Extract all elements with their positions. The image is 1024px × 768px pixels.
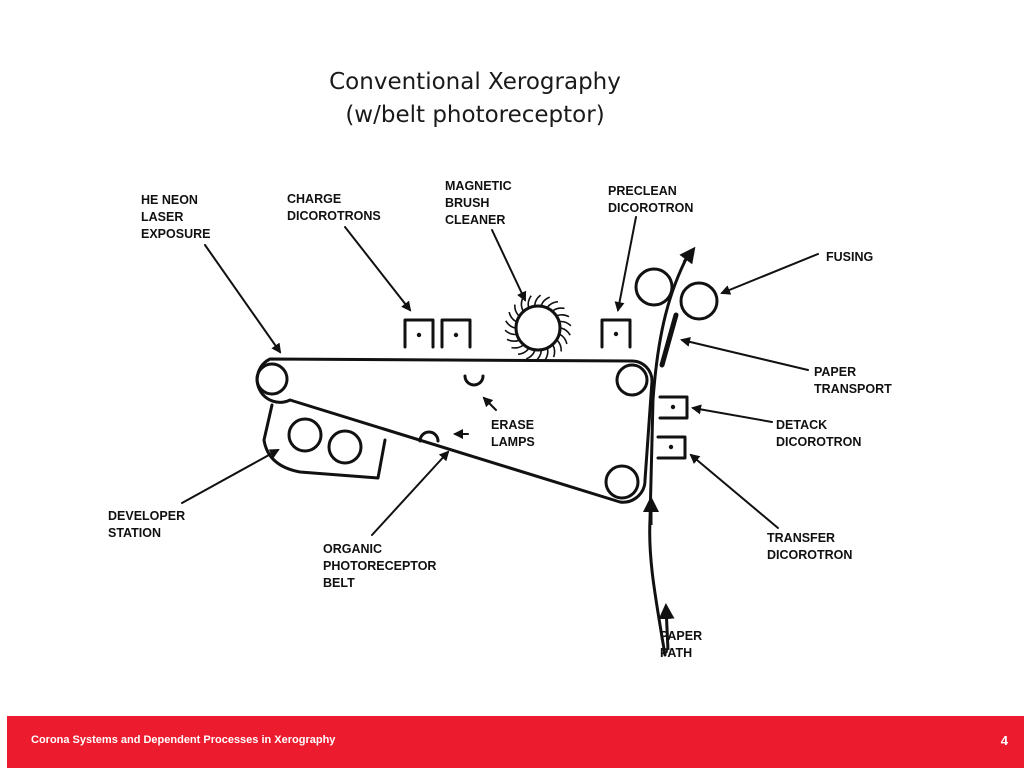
developer-housing [262, 403, 387, 480]
label-brush: MAGNETIC BRUSH CLEANER [445, 179, 515, 227]
brush-bristle [527, 295, 532, 308]
brush-bristle [513, 304, 520, 317]
brush-arrow [491, 229, 527, 302]
label-transfer: TRANSFER DICOROTRON [767, 531, 852, 562]
label-erase: ERASE LAMPS [491, 418, 538, 449]
belt-roller-right-top [615, 363, 649, 397]
charge-dicorotrons [403, 318, 472, 349]
label-belt: ORGANIC PHOTORECEPTOR BELT [323, 542, 440, 590]
footer-title: Corona Systems and Dependent Processes i… [31, 734, 336, 746]
footer-bar: Corona Systems and Dependent Processes i… [7, 716, 1024, 768]
diagram-title-line2: (w/belt photoreceptor) [345, 102, 604, 128]
erase-lamp-2 [418, 430, 440, 443]
paper-path-line [648, 253, 690, 657]
developer-roller-2 [327, 429, 363, 465]
brush-bristle [508, 311, 517, 323]
brush-bristle [534, 350, 543, 362]
label-developer: DEVELOPER STATION [108, 509, 189, 540]
charge-arrow [344, 226, 412, 312]
belt-roller-right-bottom [604, 464, 640, 500]
paper-transport-bar [659, 312, 679, 368]
brush-bristle [525, 350, 536, 360]
brush-bristle [533, 294, 542, 306]
label-laser: HE NEON LASER EXPOSURE [141, 193, 210, 241]
detack-dicorotron [658, 395, 689, 420]
brush-bristle [505, 320, 516, 329]
belt-arrow [371, 450, 450, 536]
brush-bristle [552, 307, 565, 312]
xerography-diagram: Conventional Xerography (w/belt photorec… [108, 69, 892, 660]
label-preclean: PRECLEAN DICOROTRON [608, 184, 693, 215]
laser-arrow [204, 244, 282, 354]
brush-bristle [559, 333, 568, 345]
belt-roller-left [255, 362, 289, 396]
label-paper-path: PAPER PATH [660, 629, 706, 660]
erase-lamp-1 [463, 374, 485, 387]
paper-path-entry-arrow [658, 603, 675, 651]
fuser-roller-2 [679, 281, 719, 321]
brush-bristle [517, 348, 530, 356]
preclean-dicorotron [600, 318, 632, 349]
magnetic-brush-cleaner [504, 294, 572, 362]
transfer-arrow [689, 453, 779, 529]
brush-bristle [504, 329, 516, 336]
label-fusing: FUSING [826, 250, 873, 264]
fusing-arrow [720, 253, 819, 295]
fuser-roller-1 [634, 267, 674, 307]
detack-arrow [691, 404, 773, 423]
brush-bristle [560, 320, 572, 327]
brush-bristle [552, 345, 556, 358]
diagram-title-line1: Conventional Xerography [329, 69, 621, 95]
developer-arrow [181, 449, 280, 504]
brush-bristle [511, 344, 524, 349]
preclean-arrow [614, 216, 637, 312]
brush-bristle [557, 313, 570, 318]
brush-bristle [556, 339, 563, 352]
developer-roller-1 [287, 417, 323, 453]
paper-transport-arrow [680, 336, 809, 371]
label-detack: DETACK DICOROTRON [776, 418, 861, 449]
label-paper-transport: PAPER TRANSPORT [814, 365, 892, 396]
brush-bristle [540, 296, 551, 306]
photoreceptor-belt [255, 357, 654, 504]
transfer-dicorotron [656, 435, 687, 460]
brush-bristle [544, 348, 549, 361]
page-number: 4 [1000, 733, 1008, 748]
paper-exit-arrow [679, 246, 696, 265]
label-charge: CHARGE DICOROTRONS [287, 192, 381, 223]
brush-bristle [560, 327, 571, 336]
erase-arrow-1 [482, 396, 497, 411]
brush-bristle [546, 300, 559, 308]
brush-bristle [520, 298, 524, 311]
brush-bristle [506, 338, 519, 343]
